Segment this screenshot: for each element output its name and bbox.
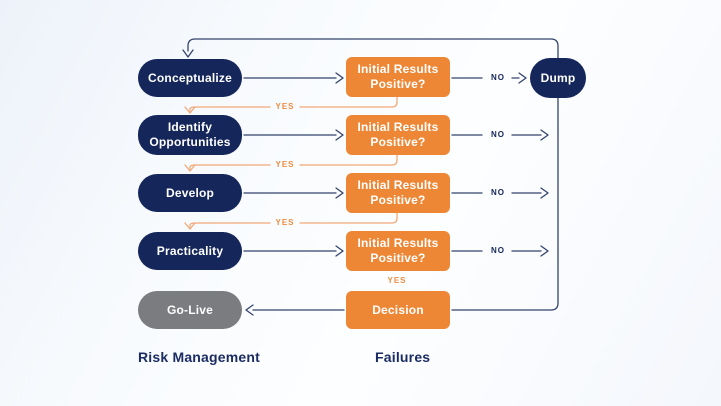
stage-conceptualize: Conceptualize: [138, 59, 242, 97]
arrow-stage-to-question-2: [243, 129, 344, 141]
stage-go-live: Go-Live: [138, 291, 242, 329]
arrow-yes-1: [184, 96, 398, 114]
question-box-1: Initial Results Positive?: [346, 57, 450, 97]
arrow-yes-3: [184, 212, 398, 230]
arrow-yes-2: [184, 154, 398, 172]
arrow-stage-to-question-4: [243, 245, 344, 257]
column-label-failures: Failures: [375, 349, 431, 365]
arrow-no-3-to-rail: [451, 187, 549, 199]
arrow-dump-to-conceptualize: [182, 38, 559, 59]
yes-label-4: YES: [387, 276, 407, 285]
no-label-4: NO: [491, 246, 505, 255]
arrow-decision-to-golive: [245, 304, 345, 316]
question-box-2: Initial Results Positive?: [346, 115, 450, 155]
arrow-no-1-to-dump: [451, 72, 527, 84]
stage-practicality: Practicality: [138, 232, 242, 270]
stage-develop: Develop: [138, 174, 242, 212]
yes-label-2: YES: [275, 160, 295, 169]
question-box-3: Initial Results Positive?: [346, 173, 450, 213]
question-box-4: Initial Results Positive?: [346, 231, 450, 271]
arrow-no-2-to-rail: [451, 129, 549, 141]
column-label-risk-management: Risk Management: [138, 349, 261, 365]
arrow-no-4-to-rail: [451, 245, 549, 257]
yes-label-3: YES: [275, 218, 295, 227]
no-label-3: NO: [491, 188, 505, 197]
yes-label-1: YES: [275, 102, 295, 111]
line-rail-dump-to-decision: [451, 97, 559, 311]
stage-identify-opportunities: Identify Opportunities: [138, 115, 242, 155]
dump-node: Dump: [530, 58, 586, 98]
no-label-1: NO: [491, 73, 505, 82]
arrow-stage-to-question-1: [243, 72, 344, 84]
decision-box: Decision: [346, 291, 450, 329]
arrow-stage-to-question-3: [243, 187, 344, 199]
no-label-2: NO: [491, 130, 505, 139]
